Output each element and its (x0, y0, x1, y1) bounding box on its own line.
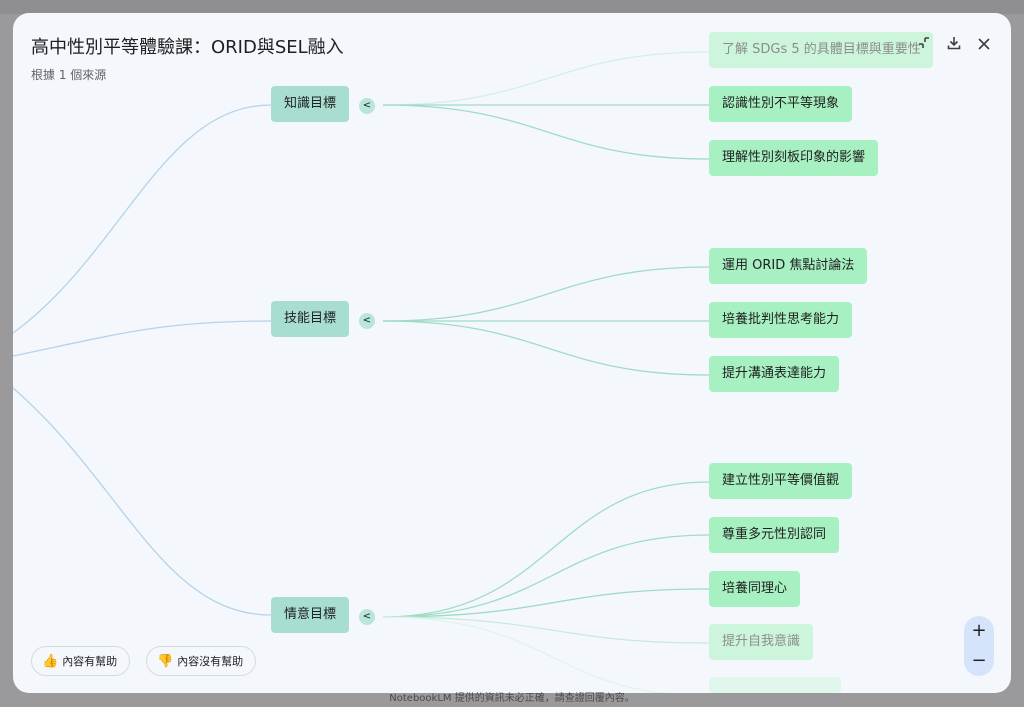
node-sdgs5[interactable]: 了解 SDGs 5 的具體目標與重要性 (709, 32, 933, 68)
root-link-knowledge (13, 104, 272, 334)
helpful-button[interactable]: 👍內容有幫助 (31, 646, 131, 676)
root-link-affect (13, 387, 272, 616)
node-knowledge-goal[interactable]: 知識目標 (271, 86, 350, 122)
node-stereotype-impact[interactable]: 理解性別刻板印象的影響 (709, 140, 879, 176)
mindmap-dialog: 高中性別平等體驗課：ORID與SEL融入 根據 1 個來源 知識目標 < 了解 … (13, 13, 1011, 693)
collapse-icon[interactable] (913, 35, 935, 57)
collapse-toggle-knowledge[interactable]: < (359, 98, 375, 114)
collapse-toggle-skill[interactable]: < (359, 313, 375, 329)
not-helpful-label: 內容沒有幫助 (177, 655, 244, 668)
disclaimer-note: NotebookLM 提供的資訊未必正確，請查證回覆內容。 (389, 693, 635, 704)
mindmap-connectors (13, 51, 710, 693)
node-affect-goal[interactable]: 情意目標 (271, 597, 350, 633)
collapse-toggle-affect[interactable]: < (359, 609, 375, 625)
node-respect-diversity[interactable]: 尊重多元性別認同 (709, 517, 840, 553)
node-orid[interactable]: 運用 ORID 焦點討論法 (709, 248, 868, 284)
download-icon[interactable] (943, 35, 965, 57)
zoom-in-button[interactable]: + (971, 620, 987, 641)
node-gender-inequality[interactable]: 認識性別不平等現象 (709, 86, 853, 122)
not-helpful-button[interactable]: 👎內容沒有幫助 (146, 646, 257, 676)
node-self-awareness[interactable]: 提升自我意識 (709, 624, 814, 660)
helpful-label: 內容有幫助 (62, 655, 118, 668)
close-icon[interactable] (973, 35, 995, 57)
dialog-title: 高中性別平等體驗課：ORID與SEL融入 (31, 37, 344, 58)
node-communication[interactable]: 提升溝通表達能力 (709, 356, 840, 392)
node-empathy[interactable]: 培養同理心 (709, 571, 801, 607)
zoom-out-button[interactable]: − (971, 650, 987, 671)
thumbs-up-icon: 👍 (42, 654, 59, 669)
root-link-skill (13, 320, 272, 357)
node-skill-goal[interactable]: 技能目標 (271, 301, 350, 337)
node-hidden-child[interactable] (709, 677, 841, 693)
browser-frame (0, 0, 1024, 14)
node-equality-values[interactable]: 建立性別平等價值觀 (709, 463, 853, 499)
thumbs-down-icon: 👎 (157, 654, 174, 669)
source-count: 根據 1 個來源 (31, 68, 107, 82)
node-critical-thinking[interactable]: 培養批判性思考能力 (709, 302, 853, 338)
zoom-control: + − (964, 616, 994, 676)
